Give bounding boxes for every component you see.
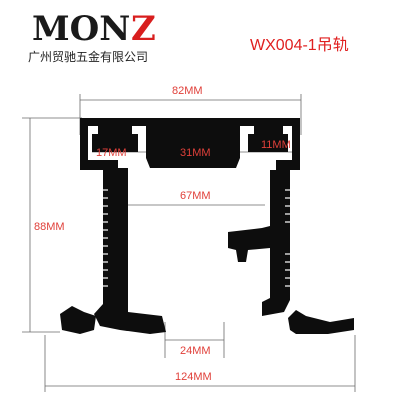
rail-cross-section bbox=[60, 118, 354, 334]
profile-right-wall bbox=[262, 170, 290, 316]
profile-top-section bbox=[80, 118, 300, 170]
dim-label-inner-mid: 67MM bbox=[180, 190, 211, 202]
profile-left-inner-stem bbox=[118, 168, 128, 300]
dim-label-inner-center: 31MM bbox=[180, 147, 211, 159]
profile-left-wall bbox=[94, 170, 166, 334]
brand-logo: MON Z bbox=[32, 9, 156, 49]
dim-label-width-bottom: 124MM bbox=[175, 371, 212, 383]
dim-label-height: 88MM bbox=[34, 221, 65, 233]
product-model: WX004-1吊轨 bbox=[250, 36, 349, 54]
profile-right-flange bbox=[288, 310, 354, 334]
dim-label-inner-left: 17MM bbox=[96, 147, 127, 159]
company-name: 广州贸驰五金有限公司 bbox=[28, 49, 148, 64]
profile-right-lug bbox=[228, 226, 270, 262]
dim-label-width-top: 82MM bbox=[172, 85, 203, 97]
dim-label-inner-right: 11MM bbox=[261, 139, 291, 151]
dim-label-bottom-gap: 24MM bbox=[180, 345, 211, 357]
profile-left-hook bbox=[60, 306, 96, 334]
logo-text-z: Z bbox=[131, 9, 156, 49]
logo-text-mon: MON bbox=[32, 9, 130, 49]
profile-ridges bbox=[103, 189, 290, 287]
